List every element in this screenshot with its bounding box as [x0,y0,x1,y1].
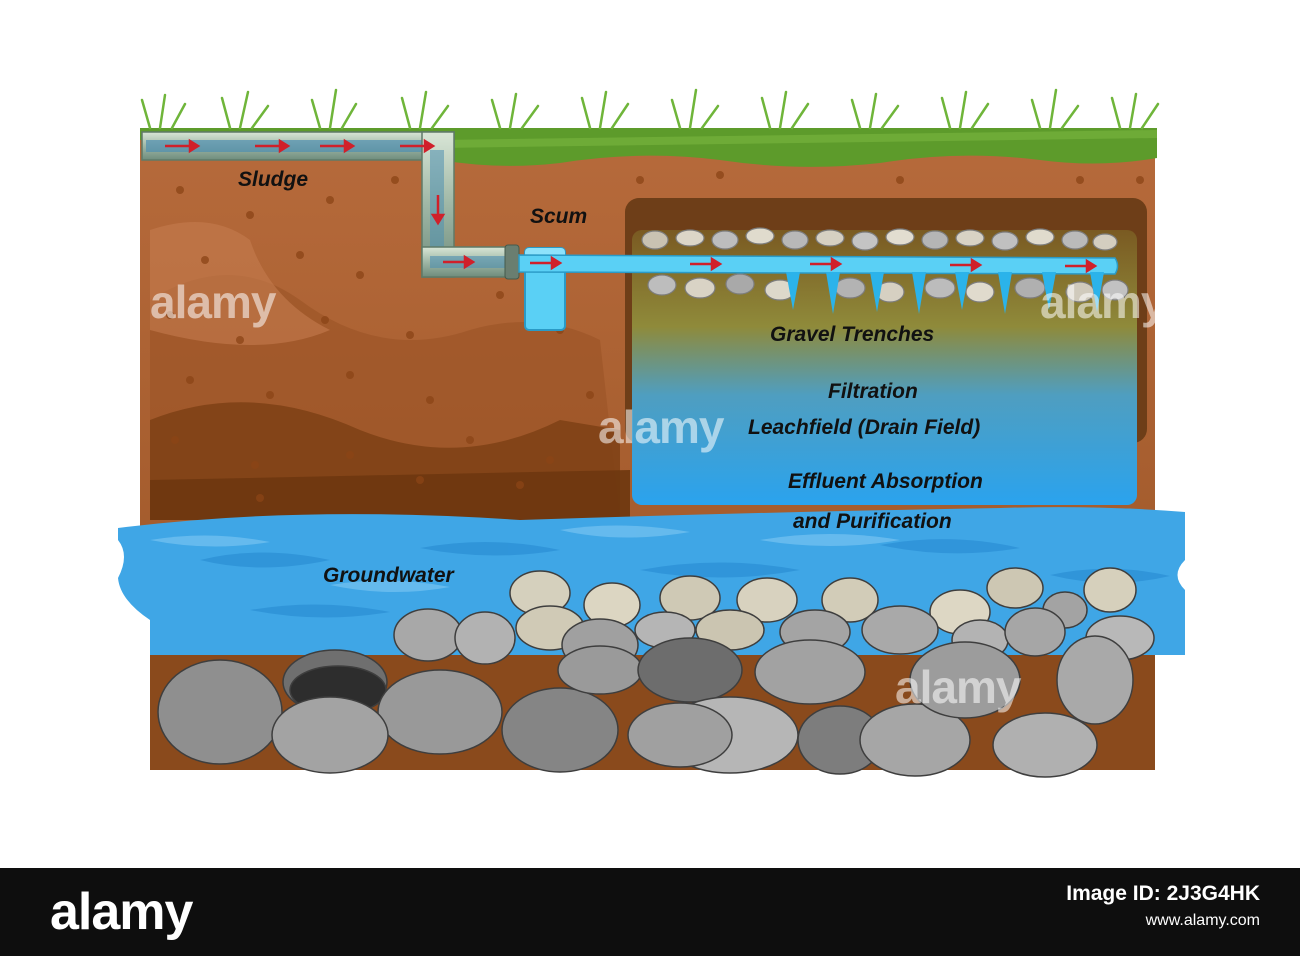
watermark-right: alamy [1040,276,1166,328]
soil-particles [166,171,1144,502]
label-effluent-line2: and Purification [793,510,952,533]
label-groundwater: Groundwater [323,564,454,587]
label-gravel-trenches: Gravel Trenches [770,323,935,346]
label-scum: Scum [530,205,588,228]
label-filtration: Filtration [828,380,918,403]
watermark-bottom: alamy [895,661,1021,713]
footer-info: Image ID: 2J3G4HK www.alamy.com [1066,882,1260,930]
label-effluent-line1: Effluent Absorption [788,470,983,493]
label-sludge: Sludge [238,168,309,191]
image-id: Image ID: 2J3G4HK [1066,882,1260,905]
footer-logo: alamy [50,883,193,941]
gravel-trench [641,227,1129,303]
footer-url: www.alamy.com [1145,912,1260,929]
rock-layer [157,567,1155,778]
flow-arrows [165,138,1098,274]
footer-bar: alamy Image ID: 2J3G4HK www.alamy.com [0,868,1300,956]
watermark-center: alamy [598,401,724,453]
label-leachfield: Leachfield (Drain Field) [748,416,981,439]
watermark-left: alamy [150,276,276,328]
